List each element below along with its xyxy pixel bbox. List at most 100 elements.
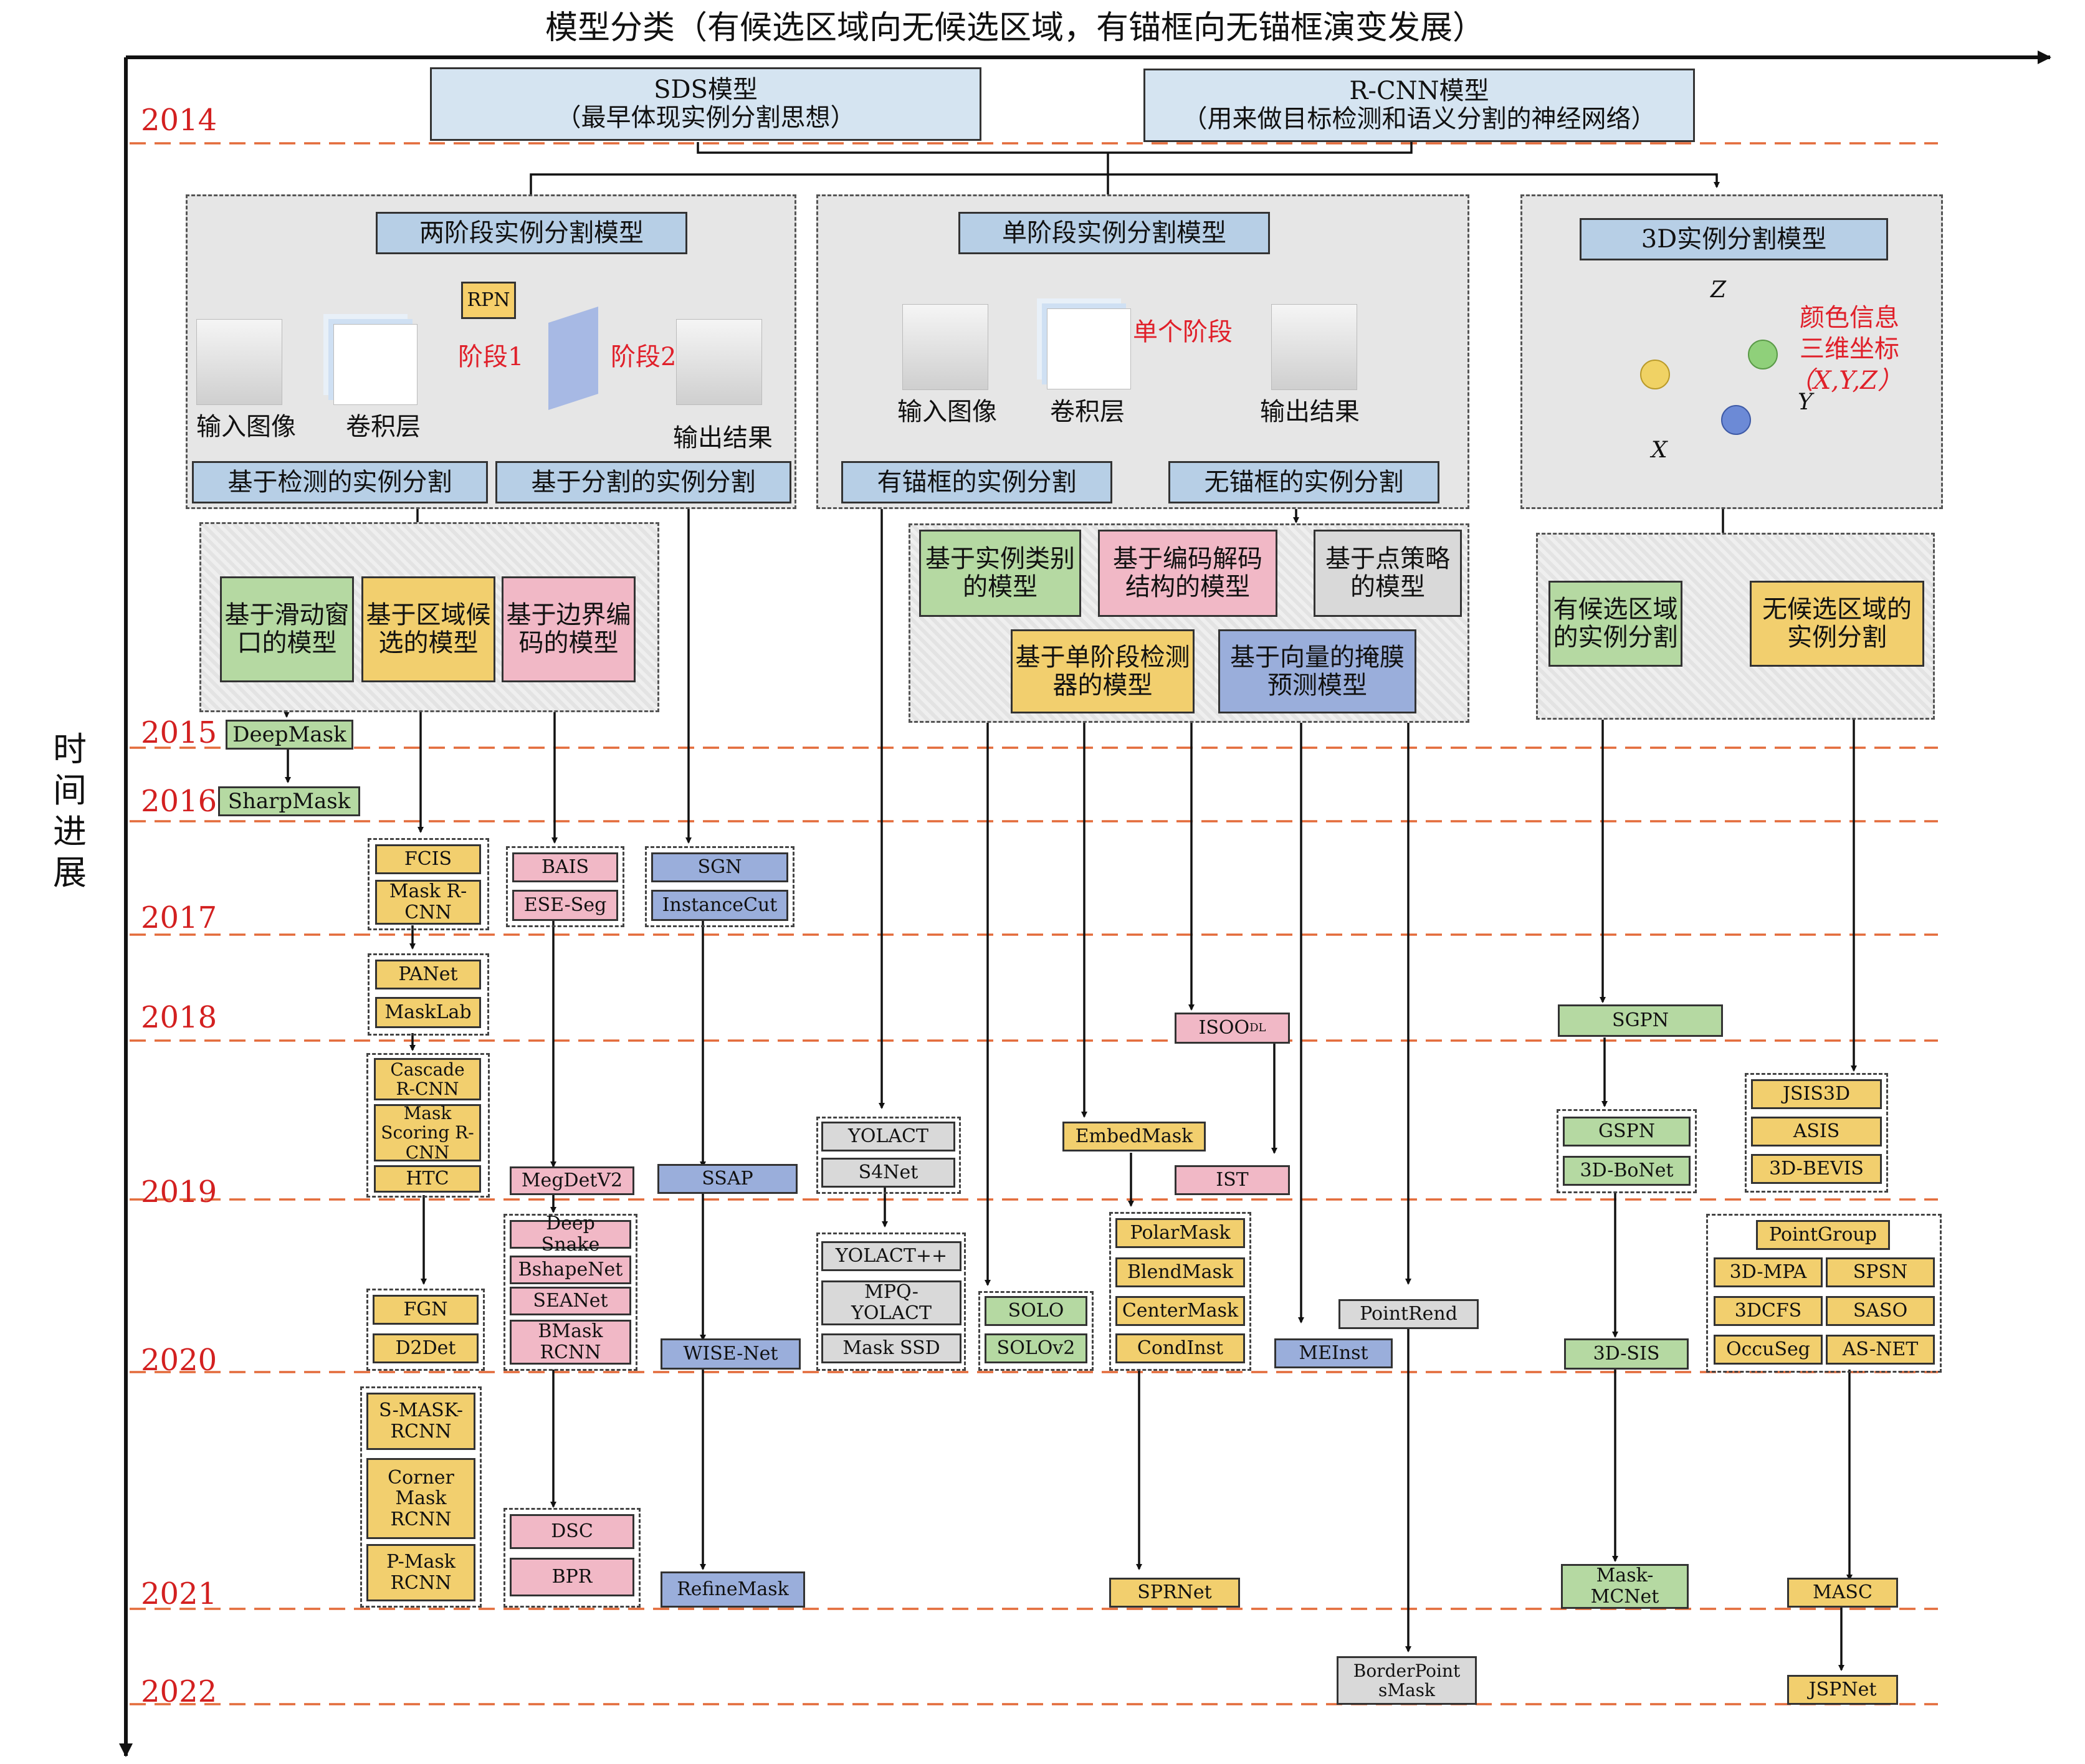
with-proposal-box: 有候选区域的实例分割	[1548, 581, 1682, 667]
ist-box: IST	[1175, 1165, 1290, 1195]
corner-mask-box: Corner Mask RCNN	[366, 1458, 475, 1539]
one-stage-title: 单阶段实例分割模型	[958, 212, 1270, 254]
wise-net-box: WISE-Net	[661, 1338, 801, 1370]
fcis-box: FCIS	[375, 844, 481, 874]
diagram-title: 模型分类（有候选区域向无候选区域，有锚框向无锚框演变发展）	[545, 9, 1486, 47]
coord-label: 三维坐标	[1800, 335, 1899, 363]
mask-rcnn-box: Mask R-CNN	[375, 880, 481, 925]
sgn-box: SGN	[651, 852, 788, 882]
year-2021: 2021	[141, 1576, 217, 1611]
single-stage-detector-box: 基于单阶段检测器的模型	[1011, 629, 1195, 713]
color-info-label: 颜色信息	[1800, 303, 1899, 332]
rcnn-line2: （用来做目标检测和语义分割的神经网络）	[1182, 105, 1656, 133]
sds-model-box: SDS模型 （最早体现实例分割思想）	[430, 67, 981, 141]
panet-box: PANet	[375, 960, 481, 989]
refinemask-box: RefineMask	[661, 1571, 805, 1608]
borderpoint-box: BorderPoint sMask	[1337, 1656, 1477, 1705]
masc-box: MASC	[1787, 1578, 1898, 1608]
bpr-box: BPR	[510, 1558, 634, 1596]
conv-label: 卷积层	[346, 412, 421, 441]
group-2018-region	[368, 953, 489, 1036]
yolact-box: YOLACT	[821, 1122, 955, 1151]
green-point-icon	[1748, 340, 1778, 369]
input-image	[196, 319, 282, 405]
solov2-box: SOLOv2	[985, 1333, 1087, 1363]
3d-mpa-box: 3D-MPA	[1714, 1257, 1823, 1287]
mask-scoring-box: Mask Scoring R-CNN	[374, 1104, 481, 1162]
blendmask-box: BlendMask	[1115, 1257, 1245, 1287]
bais-box: BAIS	[512, 852, 618, 882]
mask-ssd-box: Mask SSD	[821, 1333, 961, 1363]
dsc-box: DSC	[510, 1514, 634, 1549]
ese-seg-box: ESE-Seg	[512, 890, 618, 921]
no-proposal-box: 无候选区域的实例分割	[1750, 581, 1924, 667]
x-axis-label: X	[1651, 437, 1668, 463]
embedmask-box: EmbedMask	[1062, 1122, 1206, 1151]
jsis3d-box: JSIS3D	[1751, 1079, 1882, 1109]
group-2017-region	[368, 838, 489, 930]
pointrend-box: PointRend	[1338, 1299, 1479, 1329]
input-image-one	[902, 304, 988, 390]
output-label-one: 输出结果	[1260, 398, 1360, 426]
3dcfs-box: 3DCFS	[1714, 1296, 1823, 1326]
point-strategy-box: 基于点策略的模型	[1314, 530, 1462, 617]
sliding-window-box: 基于滑动窗口的模型	[220, 576, 354, 682]
ssap-box: SSAP	[657, 1164, 798, 1194]
z-axis-label: Z	[1710, 277, 1727, 303]
group-2019-region	[366, 1053, 490, 1198]
rcnn-model-box: R-CNN模型 （用来做目标检测和语义分割的神经网络）	[1143, 69, 1695, 142]
group-2020-anchor	[816, 1232, 966, 1371]
single-stage-label: 单个阶段	[1133, 318, 1233, 346]
group-2019-noprop	[1745, 1073, 1888, 1193]
year-2016: 2016	[141, 784, 217, 819]
rpn-block: RPN	[461, 282, 516, 319]
input-label: 输入图像	[196, 412, 296, 441]
group-2021-region	[360, 1386, 482, 1608]
xyz-label: （X,Y,Z）	[1788, 366, 1902, 395]
year-2019: 2019	[141, 1175, 217, 1209]
stage2-label: 阶段2	[611, 343, 677, 371]
megdetv2-box: MegDetV2	[510, 1166, 634, 1195]
sgpn-box: SGPN	[1558, 1004, 1723, 1037]
stage1-label: 阶段1	[458, 343, 524, 371]
conv-layer-icon	[333, 324, 417, 405]
s4net-box: S4Net	[821, 1158, 955, 1188]
group-2020-solo	[978, 1291, 1094, 1371]
vector-mask-box: 基于向量的掩膜预测模型	[1218, 629, 1416, 713]
conv-layer-icon-one	[1047, 308, 1131, 389]
bshapenet-box: BshapeNet	[510, 1256, 631, 1284]
instance-class-box: 基于实例类别的模型	[919, 530, 1081, 617]
centermask-box: CenterMask	[1115, 1296, 1245, 1326]
output-image	[676, 319, 762, 405]
input-label-one: 输入图像	[897, 398, 997, 426]
gspn-box: GSPN	[1563, 1117, 1691, 1147]
occuseg-box: OccuSeg	[1714, 1335, 1823, 1365]
cascade-rcnn-box: Cascade R-CNN	[374, 1058, 481, 1100]
year-2017: 2017	[141, 900, 217, 935]
yolactpp-box: YOLACT++	[821, 1241, 961, 1271]
rcnn-line1: R-CNN模型	[1349, 77, 1489, 106]
year-2018: 2018	[141, 1000, 217, 1035]
htc-box: HTC	[374, 1165, 481, 1193]
mask-mcnet-box: Mask-MCNet	[1561, 1564, 1689, 1609]
group-2020-region	[366, 1289, 485, 1371]
conv-label-one: 卷积层	[1050, 398, 1125, 426]
fgn-box: FGN	[373, 1295, 479, 1325]
condinst-box: CondInst	[1115, 1333, 1245, 1363]
polarmask-box: PolarMask	[1115, 1218, 1245, 1248]
group-2019-anchor	[816, 1117, 961, 1194]
solo-box: SOLO	[985, 1296, 1087, 1326]
group-2020-boundary	[503, 1214, 637, 1371]
time-axis-label: 时间进展	[53, 730, 87, 892]
group-2017-boundary	[506, 846, 624, 927]
saso-box: SASO	[1826, 1296, 1935, 1326]
region-proposal-box: 基于区域候选的模型	[361, 576, 495, 682]
as-net-box: AS-NET	[1826, 1335, 1935, 1365]
group-2020-singledet	[1109, 1212, 1251, 1371]
masklab-box: MaskLab	[375, 997, 481, 1028]
sprnet-box: SPRNet	[1109, 1578, 1240, 1608]
blue-point-icon	[1721, 405, 1751, 435]
output-label: 输出结果	[673, 424, 773, 452]
pointgroup-box: PointGroup	[1756, 1220, 1890, 1250]
